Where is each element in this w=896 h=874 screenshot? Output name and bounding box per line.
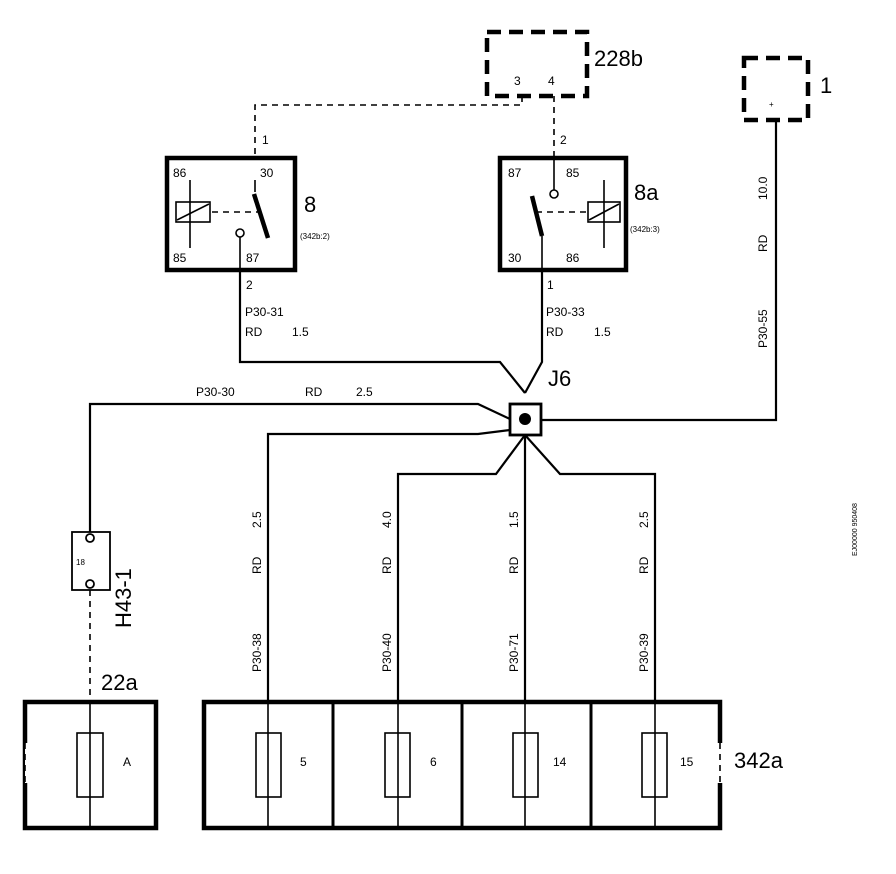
wire-p30-30-id: P30-30 bbox=[196, 385, 235, 399]
relay-8a-pin-85: 85 bbox=[566, 166, 580, 180]
fusebox-22a-label: 22a bbox=[101, 670, 138, 695]
wire-p30-33-size: 1.5 bbox=[594, 325, 611, 339]
relay-8a-pin-87: 87 bbox=[508, 166, 522, 180]
wire-p30-39-color: RD bbox=[637, 556, 651, 574]
wire-p30-40-color: RD bbox=[380, 556, 394, 574]
wire-p30-31-color: RD bbox=[245, 325, 263, 339]
relay-8a-coil bbox=[587, 201, 621, 223]
relay-8-switch-contact bbox=[251, 193, 271, 239]
wire-p30-38-id: P30-38 bbox=[250, 633, 264, 672]
relay-8-reference: (342b:2) bbox=[300, 232, 330, 241]
fuse-14 bbox=[512, 732, 539, 798]
connector-h43-1-pin-bottom bbox=[85, 579, 95, 589]
relay-8-coil bbox=[175, 201, 211, 223]
wire-p30-38-size: 2.5 bbox=[250, 511, 264, 528]
fuse-6-label: 6 bbox=[430, 755, 437, 769]
wire-p30-31-size: 1.5 bbox=[292, 325, 309, 339]
relay-8-coil-mark bbox=[176, 203, 210, 221]
component-1-label: 1 bbox=[820, 73, 832, 98]
component-1-outline bbox=[741, 55, 811, 123]
relay8a-top-wire-number: 2 bbox=[560, 133, 567, 147]
wire-p30-55-size: 10.0 bbox=[756, 176, 770, 200]
wire-p30-55-color: RD bbox=[756, 234, 770, 252]
wire-p30-39-size: 2.5 bbox=[637, 511, 651, 528]
fuse-14-label: 14 bbox=[553, 755, 567, 769]
component-228b-label: 228b bbox=[594, 46, 643, 71]
relay8a-bottom-wire-number: 1 bbox=[547, 278, 554, 292]
junction-j6-label: J6 bbox=[548, 366, 571, 391]
wire-p30-30-size: 2.5 bbox=[356, 385, 373, 399]
fuse-6 bbox=[384, 732, 411, 798]
component-1: + 1 bbox=[741, 55, 832, 123]
relay-8a-contact-87 bbox=[549, 189, 559, 199]
relay-8-pin-30: 30 bbox=[260, 166, 274, 180]
wire-p30-71-size: 1.5 bbox=[507, 511, 521, 528]
component-228b-pin-4: 4 bbox=[548, 74, 555, 88]
relay-8a-coil-mark bbox=[588, 203, 620, 221]
wire-p30-31-id: P30-31 bbox=[245, 305, 284, 319]
junction-j6-node bbox=[519, 413, 531, 425]
relay-8a-switch-contact bbox=[529, 195, 545, 237]
fuse-15 bbox=[641, 732, 668, 798]
wire-p30-33 bbox=[524, 270, 544, 394]
wire-p30-31 bbox=[238, 270, 526, 394]
junction-j6: J6 bbox=[508, 366, 571, 437]
fuse-5-label: 5 bbox=[300, 755, 307, 769]
wire-p30-30-color: RD bbox=[305, 385, 323, 399]
relay-8-label: 8 bbox=[304, 192, 316, 217]
wire-p30-40-id: P30-40 bbox=[380, 633, 394, 672]
connector-h43-1-pin-top bbox=[85, 533, 95, 543]
relay-8-outline bbox=[164, 155, 298, 273]
relay-8-pin-87: 87 bbox=[246, 251, 260, 265]
component-1-pin: + bbox=[769, 100, 774, 109]
wire-p30-38-color: RD bbox=[250, 556, 264, 574]
fuse-a bbox=[76, 732, 104, 798]
wire-p30-38 bbox=[266, 428, 511, 702]
connector-h43-1-pin-number: 18 bbox=[76, 558, 85, 567]
wire-p30-71-id: P30-71 bbox=[507, 633, 521, 672]
relay-8a-pin-86: 86 bbox=[566, 251, 580, 265]
fusebox-342a-label: 342a bbox=[734, 748, 784, 773]
relay-8a-label: 8a bbox=[634, 180, 659, 205]
wire-p30-55 bbox=[542, 120, 778, 422]
fusebox-22a-gap bbox=[25, 743, 31, 783]
connector-h43-1-label: H43-1 bbox=[111, 568, 136, 628]
fusebox-342a: 5 6 14 15 342a bbox=[201, 699, 784, 831]
wire-p30-39 bbox=[524, 434, 657, 702]
relay-8-pin-85: 85 bbox=[173, 251, 187, 265]
fusebox-22a: A 22a bbox=[22, 670, 159, 831]
relay-8-pin-86: 86 bbox=[173, 166, 187, 180]
wire-p30-40 bbox=[396, 434, 526, 702]
wire-p30-40-size: 4.0 bbox=[380, 511, 394, 528]
wire-p30-71-color: RD bbox=[507, 556, 521, 574]
wire-p30-55-id: P30-55 bbox=[756, 309, 770, 348]
fuse-15-label: 15 bbox=[680, 755, 694, 769]
fuse-5 bbox=[255, 732, 282, 798]
control-wire-228b-3-to-relay8 bbox=[254, 96, 523, 160]
fuse-a-label: A bbox=[123, 755, 131, 769]
component-228b: 3 4 228b bbox=[484, 29, 643, 99]
relay-8a-outline bbox=[497, 155, 629, 273]
wire-p30-30 bbox=[88, 402, 511, 532]
component-228b-outline bbox=[484, 29, 590, 99]
relay8-top-wire-number: 1 bbox=[262, 133, 269, 147]
relay8-bottom-wire-number: 2 bbox=[246, 278, 253, 292]
side-reference-code: EJ00000 950408 bbox=[852, 503, 859, 556]
relay-8a-pin-30: 30 bbox=[508, 251, 522, 265]
fusebox-342a-gap bbox=[714, 743, 726, 783]
relay-8a: 87 85 30 86 8a (342b:3) bbox=[497, 155, 660, 273]
wire-p30-33-color: RD bbox=[546, 325, 564, 339]
relay-8: 86 30 85 87 8 (342b:2) bbox=[164, 155, 330, 273]
connector-h43-1: 18 H43-1 bbox=[71, 531, 136, 628]
relay-8-contact-87 bbox=[235, 228, 245, 238]
wire-p30-33-id: P30-33 bbox=[546, 305, 585, 319]
relay-8a-reference: (342b:3) bbox=[630, 225, 660, 234]
component-228b-pin-3: 3 bbox=[514, 74, 521, 88]
wire-p30-39-id: P30-39 bbox=[637, 633, 651, 672]
